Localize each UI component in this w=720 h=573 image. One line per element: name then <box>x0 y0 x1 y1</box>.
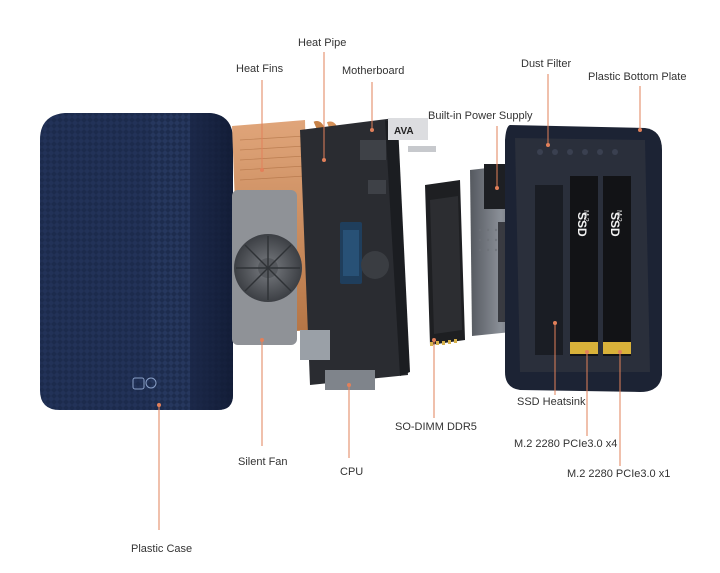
label-plastic-bottom-plate: Plastic Bottom Plate <box>588 71 687 83</box>
label-built-in-power-supply: Built-in Power Supply <box>428 110 533 122</box>
heat-fins-assembly <box>232 120 310 345</box>
leader-lines <box>157 52 642 530</box>
ssd-module-x4: M.2 SSD <box>570 176 598 356</box>
motherboard-board: AVA <box>300 118 436 390</box>
ssd-m2-label: M.2 <box>615 210 622 222</box>
ssd-m2-label: M.2 <box>582 210 589 222</box>
case-logo-icon <box>132 377 157 390</box>
label-ssd-heatsink: SSD Heatsink <box>517 396 586 408</box>
brand-mark: AVA <box>394 126 414 137</box>
ssd-module-x1: M.2 SSD <box>603 176 631 356</box>
plastic-case <box>40 113 233 410</box>
ssd-text-label: SSD <box>575 212 589 237</box>
label-plastic-case: Plastic Case <box>131 543 193 555</box>
label-m2-x1: M.2 2280 PCIe3.0 x1 <box>567 468 671 480</box>
label-cpu: CPU <box>340 466 364 478</box>
label-silent-fan: Silent Fan <box>238 456 288 468</box>
label-heat-pipe: Heat Pipe <box>298 37 347 49</box>
label-motherboard: Motherboard <box>342 65 405 77</box>
so-dimm-module <box>425 180 465 346</box>
label-so-dimm: SO-DIMM DDR5 <box>395 421 477 433</box>
ssd-text-label: SSD <box>608 212 622 237</box>
label-dust-filter: Dust Filter <box>521 58 572 70</box>
ssd-heatsink <box>535 185 563 355</box>
label-m2-x4: M.2 2280 PCIe3.0 x4 <box>514 438 618 450</box>
label-heat-fins: Heat Fins <box>236 63 284 75</box>
